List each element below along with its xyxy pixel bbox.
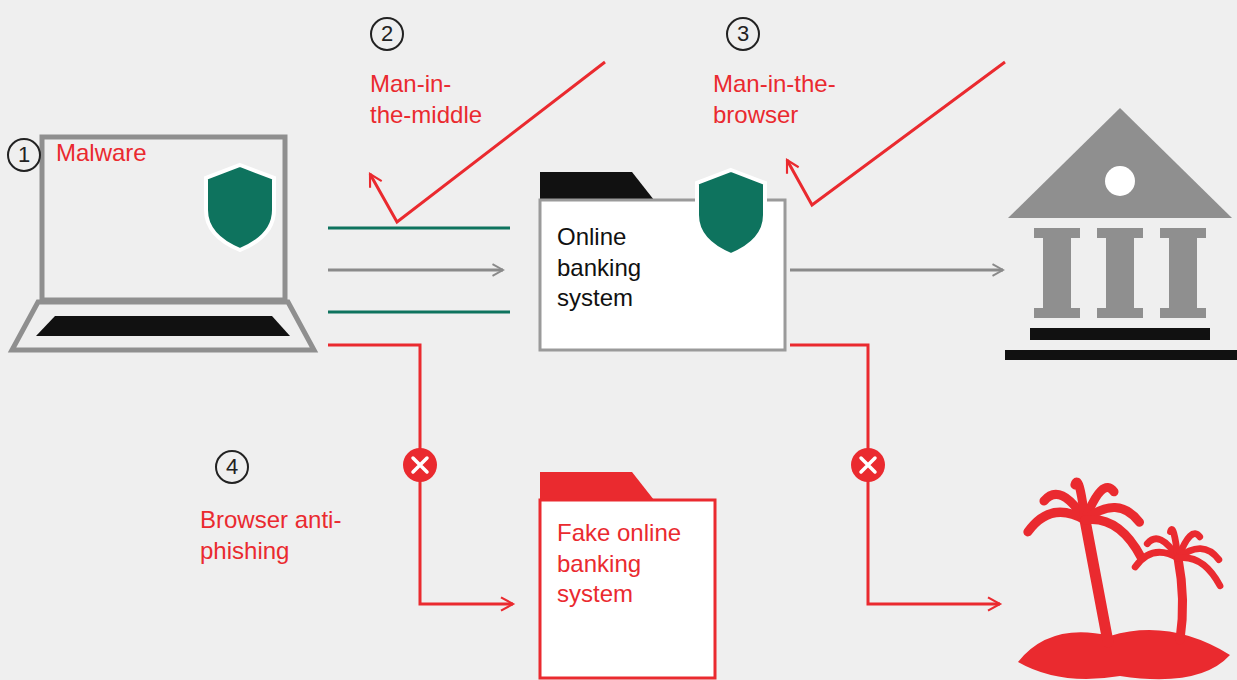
callout-number: 2 xyxy=(370,17,404,51)
threat-label: Malware xyxy=(56,137,186,168)
island-icon xyxy=(1018,482,1230,679)
bank-icon xyxy=(1005,108,1237,360)
threat-label: Man-in-the-browser xyxy=(713,68,841,130)
threat-label: Man-in-the-middle xyxy=(370,68,488,130)
traffic-arrow xyxy=(790,269,1003,272)
fake-system-folder: Fake online banking system xyxy=(540,500,715,678)
secure-channel-line xyxy=(328,311,510,314)
redirect-path xyxy=(328,345,513,604)
palm-frond xyxy=(1178,558,1220,586)
callout-number: 3 xyxy=(726,17,760,51)
folder-tab xyxy=(540,472,654,500)
system-folder: Online banking system xyxy=(540,200,785,350)
secure-channel-line xyxy=(328,227,510,230)
threat-label: Browser anti-phishing xyxy=(200,504,352,566)
redirect-path xyxy=(790,345,1000,604)
box-text: Fake online banking system xyxy=(557,518,707,610)
shield-icon xyxy=(697,170,765,255)
box-text: Online banking system xyxy=(557,222,689,314)
palm-frond xyxy=(1085,519,1141,557)
traffic-arrow xyxy=(328,269,503,272)
callout-number: 1 xyxy=(7,138,41,172)
folder-outline xyxy=(540,500,715,678)
blocked-mark xyxy=(851,448,885,482)
shield-icon xyxy=(206,165,274,250)
laptop-icon xyxy=(12,137,314,350)
callout-number: 4 xyxy=(215,450,249,484)
blocked-mark xyxy=(403,448,437,482)
folder-tab xyxy=(540,172,654,200)
